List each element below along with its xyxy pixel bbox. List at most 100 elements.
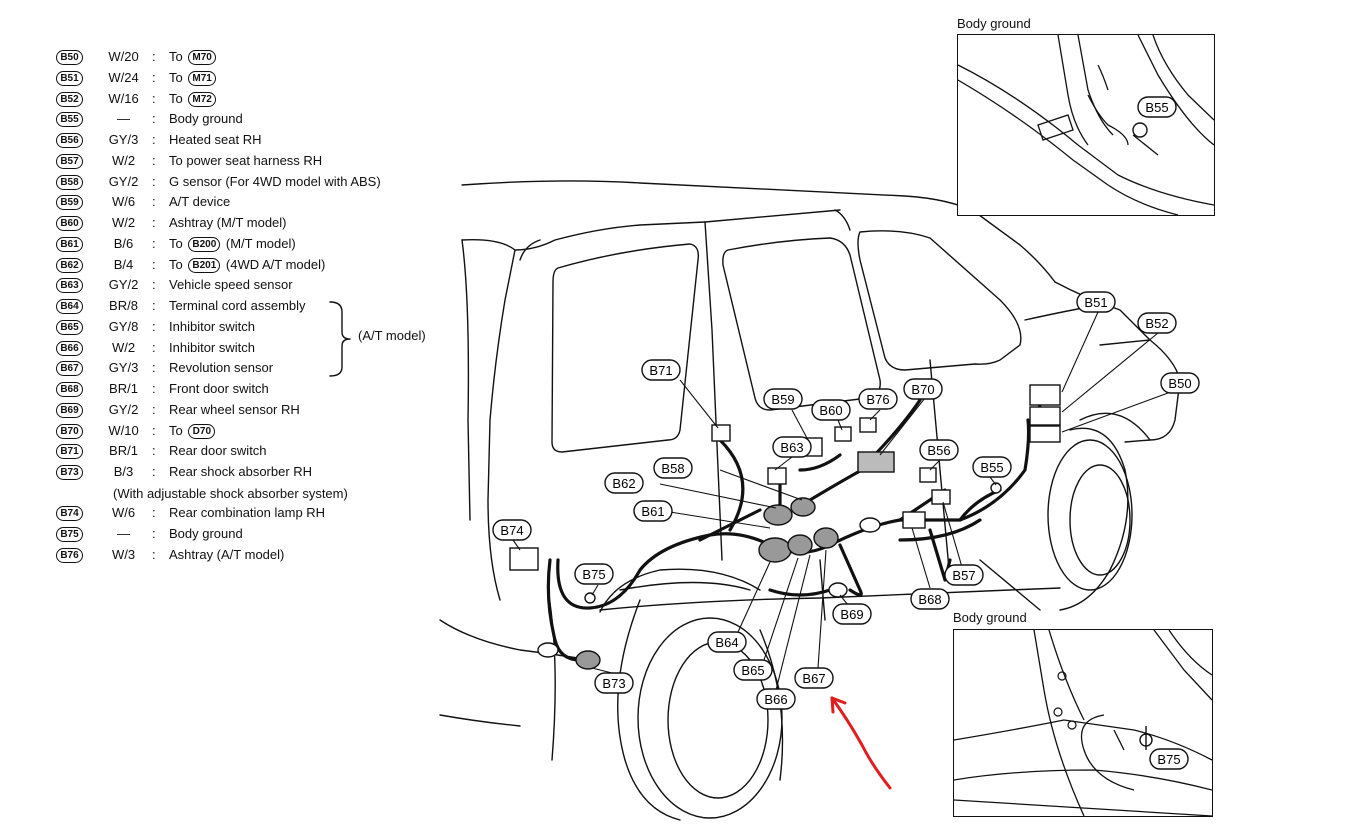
wire-spec: W/2 (111, 340, 136, 355)
reference-connector-badge: M72 (188, 92, 216, 107)
wire-spec: GY/2 (108, 277, 139, 292)
connector-code-badge: B74 (56, 506, 83, 521)
callout-label: B52 (1145, 316, 1168, 331)
callout-bubble (910, 588, 950, 610)
description-text: Body ground (169, 526, 243, 541)
callout-label: B58 (661, 461, 684, 476)
wire-spec: — (117, 526, 130, 541)
reference-connector-badge: M70 (188, 50, 216, 65)
connector-description: Rear door switch (169, 441, 267, 461)
svg-text:B55: B55 (1145, 100, 1168, 115)
separator-colon: : (152, 505, 156, 520)
connector-description: To M72 (169, 89, 218, 109)
wire-spec: W/24 (108, 70, 139, 85)
description-text: To (169, 91, 183, 106)
separator-colon: : (152, 319, 156, 334)
callout-label: B62 (612, 476, 635, 491)
connector-code-badge: B66 (56, 341, 83, 356)
separator-colon: : (152, 257, 156, 272)
connector-description: Terminal cord assembly (169, 296, 306, 316)
description-text: Inhibitor switch (169, 340, 255, 355)
connector-B57-block (931, 489, 951, 505)
inset-bottom-body-ground: B75 (953, 629, 1213, 817)
connector-description: Rear combination lamp RH (169, 503, 325, 523)
callout-bubble (653, 457, 693, 479)
connector-B74-block (509, 547, 539, 571)
description-text: Rear wheel sensor RH (169, 402, 300, 417)
connector-code-badge: B70 (56, 424, 83, 439)
callout-label: B65 (741, 663, 764, 678)
callout-b73: B73 (594, 672, 634, 694)
callout-b70: B70 (903, 378, 943, 400)
description-text: To (169, 423, 183, 438)
wire-spec: W/20 (108, 49, 139, 64)
connector-B73-block (575, 650, 601, 670)
separator-colon: : (152, 70, 156, 85)
connector-B52-block (1029, 406, 1061, 426)
connector-description: Front door switch (169, 379, 269, 399)
callout-bubble (733, 659, 773, 681)
connector-code-badge: B60 (56, 216, 83, 231)
connector-description: Revolution sensor (169, 358, 273, 378)
callout-label: B51 (1084, 295, 1107, 310)
callout-bubble (1137, 312, 1177, 334)
description-text: G sensor (For 4WD model with ABS) (169, 174, 381, 189)
callout-b58: B58 (653, 457, 693, 479)
wire-spec: GY/2 (108, 174, 139, 189)
callout-label: B68 (918, 592, 941, 607)
separator-colon: : (152, 153, 156, 168)
callout-bubble (903, 378, 943, 400)
callout-b63: B63 (772, 436, 812, 458)
connector-B58-block (790, 497, 816, 517)
callout-label: B64 (715, 635, 738, 650)
wire-spec: GY/8 (108, 319, 139, 334)
inset-top-drawing: B55 (958, 35, 1214, 215)
callout-bubble (574, 563, 614, 585)
connector-description: Rear wheel sensor RH (169, 400, 300, 420)
at-model-bracket-note: (A/T model) (358, 328, 426, 343)
description-text: Inhibitor switch (169, 319, 255, 334)
separator-colon: : (152, 443, 156, 458)
description-text: Front door switch (169, 381, 269, 396)
connector-code-badge: B59 (56, 195, 83, 210)
callout-label: B66 (764, 692, 787, 707)
connector-description: Ashtray (A/T model) (169, 545, 284, 565)
wire-spec: W/10 (108, 423, 139, 438)
wire-spec: GY/3 (108, 360, 139, 375)
description-text: Heated seat RH (169, 132, 262, 147)
separator-colon: : (152, 360, 156, 375)
callout-b66: B66 (756, 688, 796, 710)
connector-code-badge: B64 (56, 299, 83, 314)
callout-bubble (641, 359, 681, 381)
wire-spec: BR/1 (109, 381, 138, 396)
connector-code-badge: B65 (56, 320, 83, 335)
callout-bubble (707, 631, 747, 653)
separator-colon: : (152, 91, 156, 106)
callout-label: B59 (771, 392, 794, 407)
connector-blocks (509, 384, 1061, 670)
connector-code-badge: B55 (56, 112, 83, 127)
connector-description: To M71 (169, 68, 218, 88)
callout-b62: B62 (604, 472, 644, 494)
inset-top-body-ground: B55 (957, 34, 1215, 216)
connector-description: A/T device (169, 192, 230, 212)
connector-code-badge: B52 (56, 92, 83, 107)
description-text: Terminal cord assembly (169, 298, 306, 313)
connector-B51-block (1029, 384, 1061, 406)
connector-description: Inhibitor switch (169, 317, 255, 337)
callout-b67: B67 (794, 667, 834, 689)
connector-description: To B201 (4WD A/T model) (169, 255, 325, 275)
callout-label: B67 (802, 671, 825, 686)
callout-b75: B75 (574, 563, 614, 585)
wire-spec: B/6 (113, 236, 134, 251)
wire-spec: B/4 (113, 257, 134, 272)
connector-B68-block (902, 511, 926, 529)
wire-spec: BR/8 (109, 298, 138, 313)
connector-description: To B200 (M/T model) (169, 234, 296, 254)
callout-b57: B57 (944, 564, 984, 586)
callout-label: B63 (780, 440, 803, 455)
separator-colon: : (152, 174, 156, 189)
separator-colon: : (152, 132, 156, 147)
